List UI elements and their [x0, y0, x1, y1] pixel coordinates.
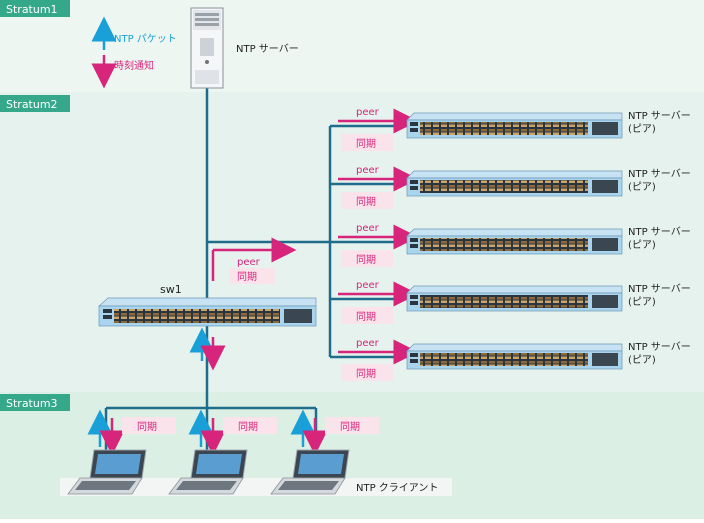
client-2: 同期	[168, 409, 277, 495]
peer-server-sublabel: (ピア)	[628, 239, 656, 251]
server-tower-icon	[190, 7, 224, 89]
sync-label: 同期	[356, 196, 376, 208]
stratum1-ntp-server: NTP サーバー	[190, 7, 299, 89]
sw1-sync-box	[229, 268, 275, 284]
network-switch-icon	[406, 343, 623, 370]
sync-box	[341, 192, 393, 209]
sw1-sync-label: 同期	[237, 271, 257, 283]
sw1-peer-label: peer	[237, 257, 261, 268]
sw1-label: sw1	[160, 283, 182, 296]
peer-label: peer	[356, 338, 380, 349]
clients-label: NTP クライアント	[356, 482, 438, 494]
sync-box	[341, 307, 393, 324]
peer-server-label: NTP サーバー	[628, 110, 691, 122]
stratum2-tab: Stratum2	[0, 95, 70, 112]
peer-server-sublabel: (ピア)	[628, 123, 656, 135]
stratum1-tab: Stratum1	[0, 0, 70, 17]
network-switch-icon	[406, 228, 623, 255]
sw1-switch: sw1	[98, 283, 317, 327]
client-3: 同期	[270, 409, 379, 495]
peer-server-5: peer 同期 NTP サーバー (ピア)	[338, 338, 691, 381]
stratum1-server-label: NTP サーバー	[236, 43, 299, 55]
peer-server-2: peer 同期 NTP サーバー (ピア)	[338, 165, 691, 209]
stratum1-band	[0, 0, 704, 92]
peer-label: peer	[356, 165, 380, 176]
sync-label: 同期	[356, 311, 376, 323]
network-switch-icon	[406, 285, 623, 312]
legend-ntp-packet-label: NTP パケット	[114, 33, 177, 45]
stratum1-label: Stratum1	[6, 3, 58, 16]
stratum2-label: Stratum2	[6, 98, 58, 111]
sync-label: 同期	[340, 421, 360, 433]
legend-time-notify-label: 時刻通知	[114, 59, 154, 72]
peer-server-sublabel: (ピア)	[628, 354, 656, 366]
sync-box	[341, 250, 393, 267]
laptop-icon	[168, 449, 248, 495]
network-switch-icon	[406, 170, 623, 197]
sync-label: 同期	[238, 421, 258, 433]
stratum3-tab: Stratum3	[0, 394, 70, 411]
peer-server-label: NTP サーバー	[628, 168, 691, 180]
sync-box	[325, 417, 379, 434]
laptop-icon	[270, 449, 350, 495]
peer-server-3: peer 同期 NTP サーバー (ピア)	[338, 223, 691, 267]
peer-server-label: NTP サーバー	[628, 283, 691, 295]
sync-label: 同期	[356, 138, 376, 150]
sync-label: 同期	[356, 254, 376, 266]
sync-box	[341, 134, 393, 151]
stratum3-label: Stratum3	[6, 397, 58, 410]
sync-label: 同期	[137, 421, 157, 433]
legend: NTP パケット 時刻通知	[91, 16, 177, 89]
sync-box	[122, 417, 176, 434]
peer-label: peer	[356, 107, 380, 118]
sync-label: 同期	[356, 368, 376, 380]
peer-server-sublabel: (ピア)	[628, 296, 656, 308]
clients-label-strip	[60, 478, 452, 496]
client-1: 同期	[67, 409, 176, 495]
network-switch-icon	[98, 297, 317, 327]
peer-server-sublabel: (ピア)	[628, 181, 656, 193]
peer-label: peer	[356, 223, 380, 234]
peer-server-1: peer 同期 NTP サーバー (ピア)	[338, 107, 691, 151]
peer-server-label: NTP サーバー	[628, 226, 691, 238]
sw1-peer-link: peer 同期	[211, 237, 297, 284]
peer-server-4: peer 同期 NTP サーバー (ピア)	[338, 280, 691, 324]
sync-box	[341, 364, 393, 381]
network-switch-icon	[406, 112, 623, 139]
peer-server-label: NTP サーバー	[628, 341, 691, 353]
sync-box	[223, 417, 277, 434]
laptop-icon	[67, 449, 147, 495]
peer-label: peer	[356, 280, 380, 291]
